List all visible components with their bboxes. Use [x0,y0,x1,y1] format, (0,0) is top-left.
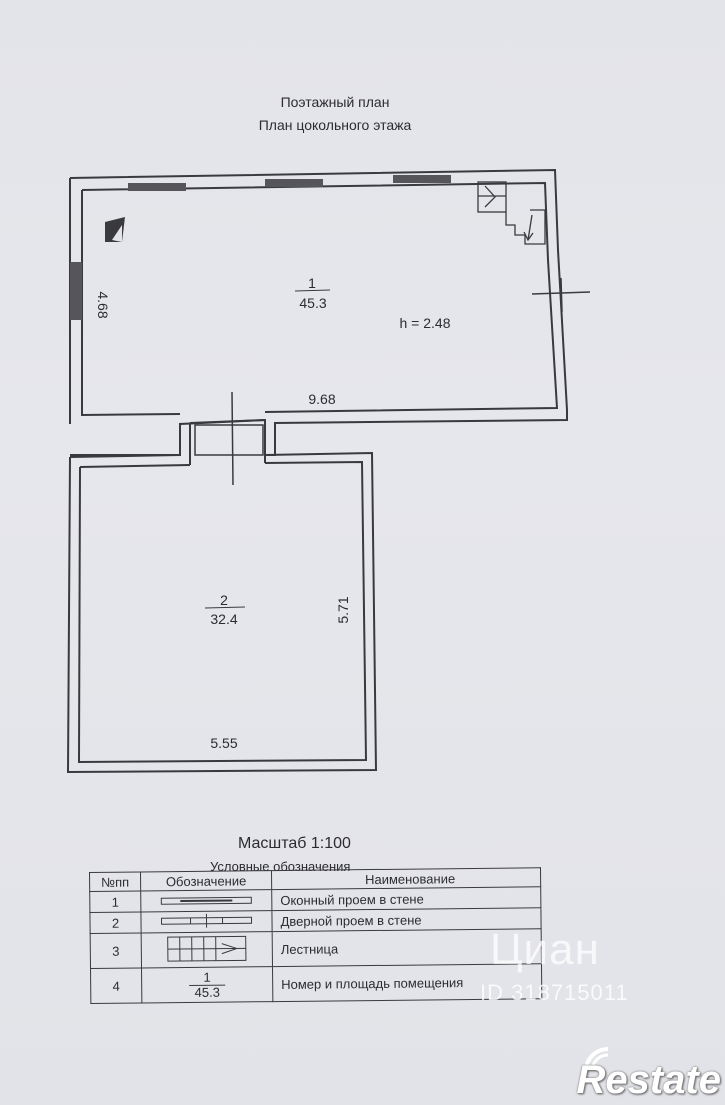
floor-plan: 1 45.3 h = 2.48 4.68 9.68 2 32.4 5.71 5.… [66,168,591,774]
room1-number: 1 [308,275,316,291]
door-line-v [231,391,234,486]
watermark-id: ID 318715011 [480,980,629,1005]
plan-subtitle: План цокольного этажа [258,117,412,133]
stairs-icon [477,181,546,245]
window-1 [128,183,186,191]
symbol-number: 1 [203,969,211,985]
legend-row: 1 Оконный проем в стене [89,886,541,913]
room2-number: 2 [220,592,228,608]
legend-row: 4 1 45.3 Номер и площадь помещения [90,963,542,1004]
window-symbol-icon [140,889,272,912]
legend-header-num: №пп [89,871,141,892]
door-box [194,424,264,456]
door-symbol-icon [140,910,273,933]
window-3 [393,175,451,183]
symbol-area: 45.3 [194,984,220,1000]
room2-area: 32.4 [210,611,237,627]
legend-header-symbol: Обозначение [140,870,272,891]
room1-area: 45.3 [299,295,326,311]
legend-row-name: Оконный проем в стене [271,886,541,911]
room1-outer-wall [69,168,568,456]
legend-title: Условные обозначения [210,859,351,874]
windows [70,175,451,320]
room1-width-dim: 9.68 [308,391,335,407]
watermark-brand: Циан [490,925,600,974]
room2-outer-wall [66,451,378,774]
room2-height-dim: 5.71 [335,596,351,623]
brand-logo: Restate [576,1058,721,1102]
window-4 [70,262,82,320]
door-line-h2 [560,277,563,313]
corridor-wall [189,419,266,465]
room-number-symbol: 1 45.3 [141,966,273,1003]
window-2 [265,179,323,187]
legend-row-num: 3 [90,932,142,969]
legend-row-num: 1 [89,890,141,913]
ceiling-height: h = 2.48 [400,315,451,331]
room2-width-dim: 5.55 [210,735,237,751]
legend-row-num: 4 [90,967,142,1004]
legend-row: 3 Лестница [90,928,542,969]
legend-table: №пп Обозначение Наименование 1 Оконный п… [89,867,542,1004]
scale-label: Масштаб 1:100 [238,835,351,852]
room1-height-dim: 4.68 [95,291,111,318]
doors [194,277,591,486]
legend-row: 2 Дверной проем в стене [89,907,542,934]
signal-icon [584,1047,609,1072]
room2-inner-wall [77,460,368,764]
stairs-symbol-icon [141,931,273,968]
legend-row-num: 2 [89,911,142,934]
plan-title: Поэтажный план [280,94,390,110]
